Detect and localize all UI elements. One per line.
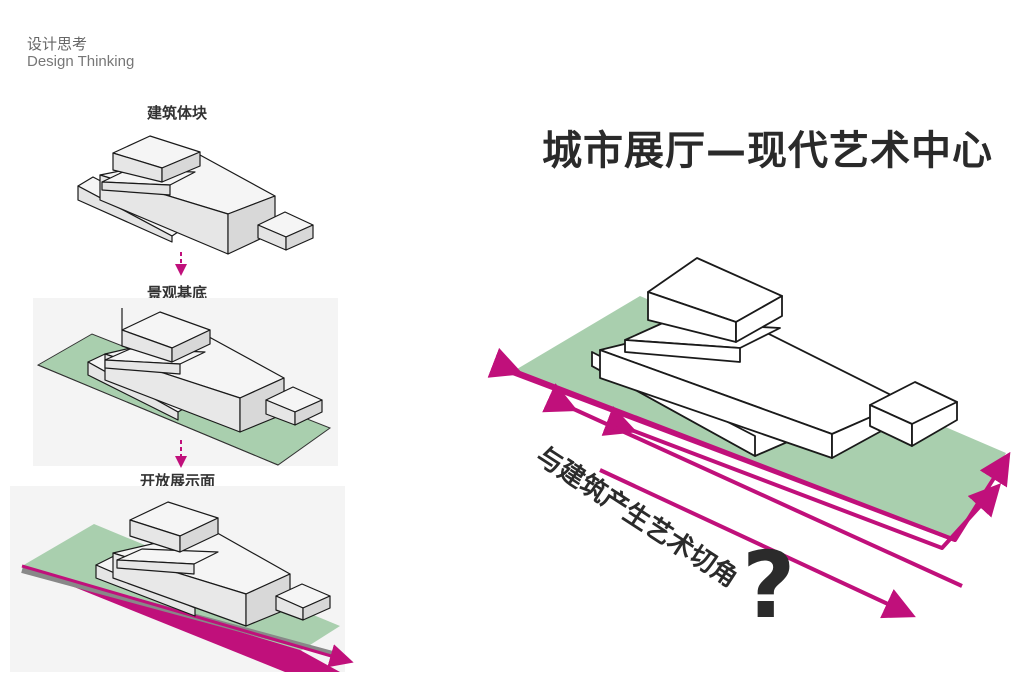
building-mass-diagram bbox=[77, 135, 314, 255]
landscape-base-diagram bbox=[33, 298, 338, 466]
main-building-diagram bbox=[487, 257, 1011, 619]
question-mark: ? bbox=[742, 532, 796, 639]
cut-arrow-3 bbox=[542, 383, 963, 588]
cut-arrow-4 bbox=[599, 468, 916, 619]
section-title-en: Design Thinking bbox=[27, 53, 135, 70]
step-label-open-display: 开放展示面 bbox=[140, 472, 216, 490]
cut-arrow-2 bbox=[601, 405, 1002, 550]
section-title-cn: 设计思考 bbox=[27, 35, 88, 53]
open-display-diagram bbox=[10, 486, 354, 672]
step-label-landscape-base: 景观基底 bbox=[147, 284, 208, 302]
display-arrow bbox=[21, 564, 354, 668]
step-label-building-mass: 建筑体块 bbox=[147, 104, 208, 122]
main-title: 城市展厅—现代艺术中心 bbox=[542, 128, 993, 174]
